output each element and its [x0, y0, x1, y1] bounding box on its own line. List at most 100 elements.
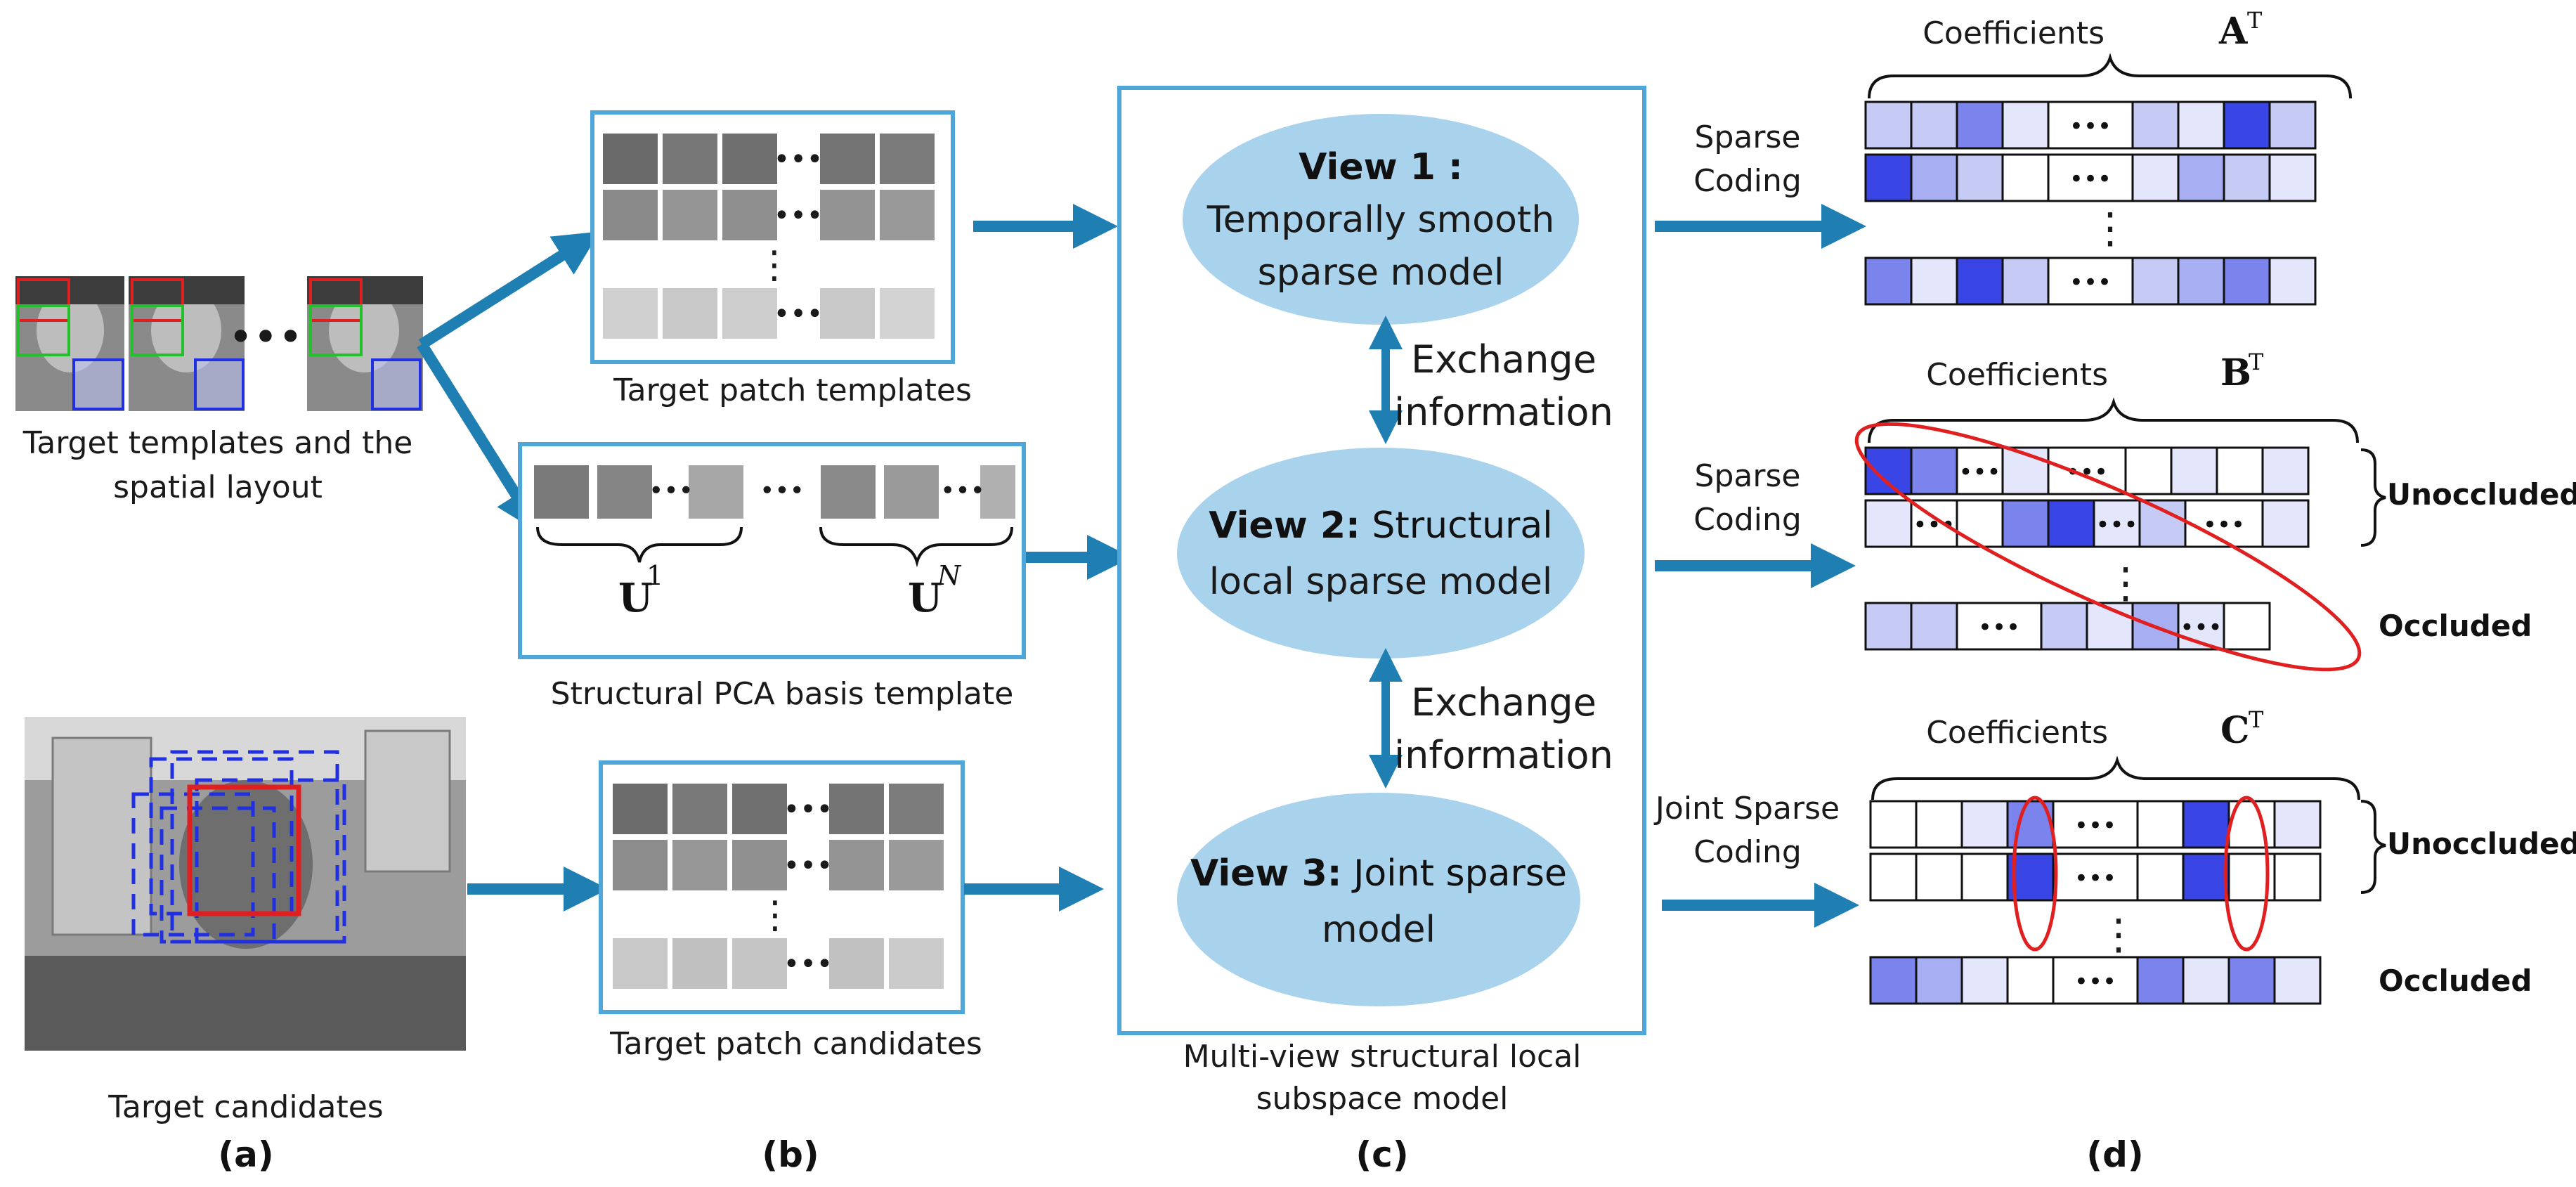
coef-cell — [1910, 446, 1958, 495]
coef-ellipsis: ••• — [2074, 968, 2116, 996]
basis-caption: Structural PCA basis template — [551, 676, 1014, 712]
coef-cell — [1960, 852, 2009, 902]
coef-ellipsis: ••• — [1978, 614, 2020, 642]
coding1-line1: Sparse — [1695, 119, 1801, 155]
coef-b-header: Coefficients B T — [1868, 349, 2359, 443]
coef-cell — [2227, 956, 2276, 1005]
coef-cell — [1864, 602, 1913, 651]
exchange1-line1: Exchange — [1411, 337, 1596, 382]
coding3-line2: Coding — [1693, 834, 1802, 870]
svg-text:⋮: ⋮ — [756, 893, 794, 937]
coef-cell — [2001, 257, 2050, 306]
coef-cell — [2268, 257, 2317, 306]
multiview-caption-line2: subspace model — [1256, 1081, 1509, 1117]
u1-label: U — [618, 575, 653, 621]
un-label: U — [908, 575, 942, 621]
coef-cell — [2138, 499, 2187, 548]
svg-text:⋮: ⋮ — [755, 242, 793, 287]
arrows-c-to-d — [1655, 204, 1866, 928]
coef-cell — [2261, 446, 2310, 495]
brace-un — [819, 526, 1013, 568]
svg-text:•••: ••• — [940, 476, 985, 505]
coef-cell — [2001, 499, 2050, 548]
view1-line2: sparse model — [1258, 252, 1504, 294]
coef-cell — [1915, 800, 1963, 849]
candidate-patches: ••• ••• ••• ⋮ — [613, 784, 944, 989]
coef-c-vdots: ⋮ — [2097, 910, 2140, 959]
coef-cell — [1910, 153, 1958, 202]
coef-cell — [2182, 956, 2230, 1005]
panel-label-c: (c) — [1355, 1134, 1408, 1175]
svg-text:A: A — [2218, 10, 2248, 53]
view3-line1-rest: Joint sparse — [1342, 852, 1567, 895]
view3-line2: model — [1322, 909, 1436, 951]
coef-cell — [2216, 446, 2264, 495]
svg-text:T: T — [2249, 349, 2264, 375]
exchange2-line1: Exchange — [1411, 680, 1596, 725]
coef-a-header: Coefficients A T — [1868, 7, 2352, 99]
templates-caption-line2: spatial layout — [113, 469, 323, 505]
svg-text:C: C — [2220, 709, 2249, 752]
panel-d: Coefficients A T ••• ••• ⋮ ••• Coefficie… — [1854, 7, 2576, 1175]
coef-cell — [1864, 100, 1913, 150]
coef-cell — [1956, 499, 2004, 548]
view2-line1: View 2: Structural — [1209, 505, 1552, 547]
coef-cell — [2136, 956, 2185, 1005]
coef-a-row-3: ••• — [1864, 257, 2317, 306]
coding1-line2: Coding — [1693, 163, 1802, 199]
view2-ellipse — [1177, 448, 1585, 659]
unoccluded-label-c: Unoccluded — [2387, 826, 2576, 861]
svg-text:B: B — [2220, 351, 2251, 394]
coef-cell — [1869, 956, 1918, 1005]
templates-caption: Target patch templates — [613, 372, 972, 408]
coef-cell — [1956, 446, 2004, 495]
coef-c-row-2: ••• — [1869, 852, 2322, 902]
coef-cell — [2006, 956, 2055, 1005]
coef-c-row-1: ••• — [1869, 800, 2322, 849]
coef-cell — [1910, 602, 1958, 651]
svg-text:T: T — [2247, 7, 2263, 34]
u1-sup: 1 — [646, 560, 663, 591]
coef-cell — [1915, 956, 1963, 1005]
svg-text:•••: ••• — [774, 200, 824, 232]
coef-cell — [2223, 100, 2271, 150]
coef-cell — [2268, 153, 2317, 202]
coef-b-row-1: •••••• — [1864, 446, 2310, 495]
view3-ellipse — [1177, 793, 1580, 1006]
template-face-1 — [15, 276, 124, 411]
candidates-caption: Target candidates — [108, 1089, 383, 1125]
coef-cell — [1960, 800, 2009, 849]
coef-b-vdots: ⋮ — [2105, 559, 2147, 608]
coef-ellipsis: ••• — [2069, 112, 2112, 141]
coef-cell — [2086, 602, 2134, 651]
multiview-caption-line1: Multi-view structural local — [1183, 1039, 1582, 1075]
coef-cell — [1910, 100, 1958, 150]
un-sup: N — [937, 560, 962, 591]
view3-title: View 3: — [1190, 852, 1342, 895]
pca-basis-patches: ••• ••• ••• U 1 U N — [534, 465, 1015, 621]
svg-text:•••: ••• — [774, 143, 824, 176]
coef-cell — [2182, 800, 2230, 849]
coef-cell — [2223, 257, 2271, 306]
coef-cell — [1915, 852, 1963, 902]
coef-cell — [2268, 100, 2317, 150]
coef-c-row-3: ••• — [1869, 956, 2322, 1005]
coef-cell — [1960, 956, 2009, 1005]
coef-cell — [2182, 852, 2230, 902]
coef-cell — [2047, 499, 2095, 548]
brace-unoccluded-c — [2360, 800, 2386, 894]
view2-line2: local sparse model — [1209, 561, 1553, 603]
coef-cell — [2223, 602, 2271, 651]
svg-text:Coefficients: Coefficients — [1926, 715, 2108, 751]
coef-cell — [1956, 100, 2004, 150]
view1-ellipse — [1183, 114, 1579, 325]
coef-cell — [1956, 602, 2043, 651]
coef-cell — [1869, 852, 1918, 902]
exchange1-line2: information — [1394, 390, 1613, 434]
coef-cell — [2131, 153, 2180, 202]
unoccluded-label-b: Unoccluded — [2387, 477, 2576, 512]
templates-caption-line1: Target templates and the — [22, 425, 413, 461]
coef-cell — [2273, 800, 2322, 849]
coef-ellipsis: ••• — [1958, 458, 2001, 486]
coef-cell — [2273, 956, 2322, 1005]
